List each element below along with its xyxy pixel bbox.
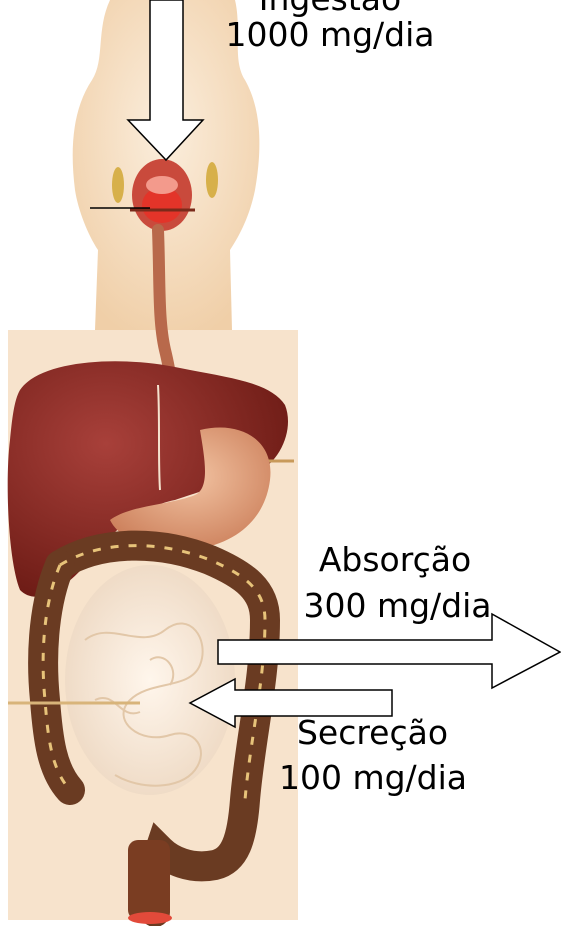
intake-amount: 1000 mg/dia	[215, 16, 445, 54]
secretion-title: Secreção	[290, 714, 455, 752]
absorption-title: Absorção	[300, 541, 490, 579]
secretion-amount: 100 mg/dia	[268, 759, 478, 797]
small-intestine	[65, 565, 235, 795]
absorption-amount: 300 mg/dia	[290, 587, 505, 625]
